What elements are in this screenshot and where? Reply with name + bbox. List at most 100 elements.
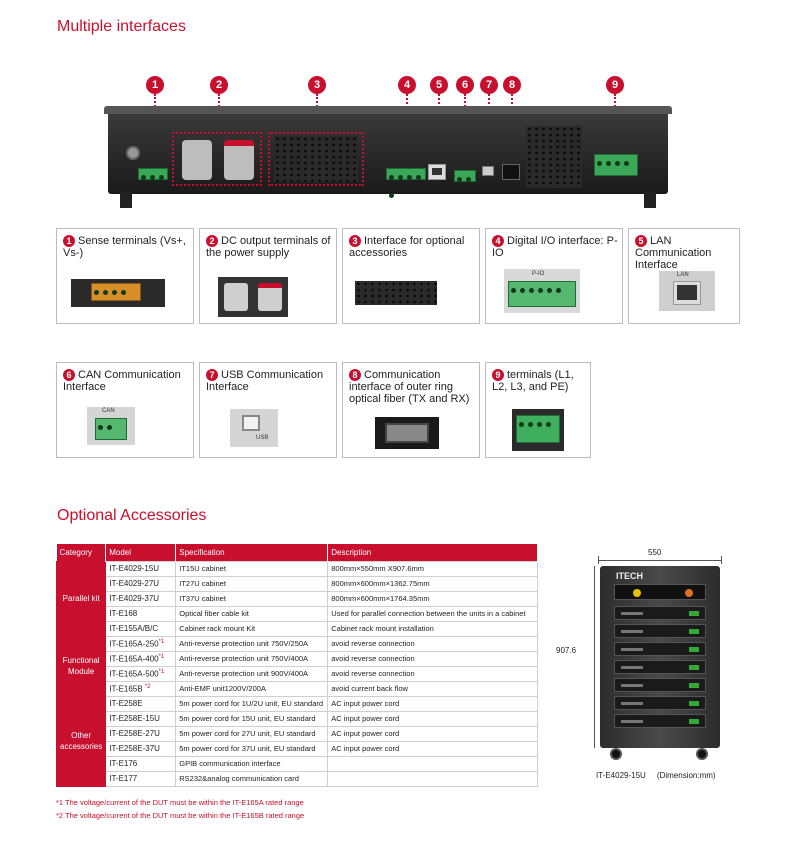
table-row: IT-E168 Optical fiber cable kit Used for…	[57, 605, 538, 622]
callout-2: 2	[210, 76, 228, 94]
width-tick-left	[598, 556, 599, 564]
callout-7: 7	[480, 76, 498, 94]
spec-cell: IT37U cabinet	[175, 590, 329, 607]
cabinet-unit	[614, 624, 706, 638]
desc-cell: 800mm×550mm X907.6mm	[327, 560, 538, 577]
option-slot-box	[268, 132, 364, 186]
table-row: IT-E176 GPIB communication interface	[57, 755, 538, 772]
model-text: IT-E165A-500	[109, 669, 159, 679]
cabinet-top-panel	[614, 584, 706, 600]
table-row: Functional Module IT-E165A-250*1 Anti-re…	[55, 635, 538, 697]
spec-cell: 5m power cord for 1U/2U unit, EU standar…	[175, 695, 329, 712]
sense-terminal-photo	[71, 279, 165, 307]
model-cell: IT-E258E-37U	[105, 740, 177, 757]
device-foot	[120, 192, 132, 208]
accessories-table: Category Model Specification Description…	[55, 544, 538, 787]
model-cell: IT-E165B *2	[105, 680, 177, 697]
header-spec: Specification	[175, 544, 329, 561]
model-text: IT-E165A-400	[109, 654, 159, 664]
lan-photo-label: LAN	[677, 272, 689, 278]
table-header-row: Category Model Specification Description	[56, 544, 538, 561]
sense-terminal	[138, 168, 168, 180]
usb-photo-label: USB	[256, 435, 269, 441]
spec-cell: Anti-EMF unit1200V/200A	[175, 680, 329, 697]
badge-6: 6	[63, 369, 75, 381]
status-light	[685, 589, 693, 597]
option-slot	[274, 136, 358, 182]
status-light	[633, 589, 641, 597]
badge-7: 7	[206, 369, 218, 381]
interfaces-title: Multiple interfaces	[57, 18, 186, 35]
can-terminal	[454, 170, 476, 182]
spec-cell: GPIB communication interface	[175, 755, 329, 772]
lan-jack	[673, 281, 701, 305]
footnote-marker: *2	[144, 683, 151, 690]
table-row: IT-E258E-27U 5m power cord for 27U unit,…	[57, 725, 538, 742]
card-label: terminals (L1, L2, L3, and PE)	[492, 369, 574, 393]
ground-screw	[126, 146, 140, 160]
usb-photo: USB	[230, 409, 278, 447]
desc-cell: avoid reverse connection	[327, 635, 538, 652]
spec-cell: RS232&analog communication card	[175, 770, 329, 787]
model-cell: IT-E4029-27U	[105, 575, 177, 592]
lan-photo: LAN	[659, 271, 715, 311]
header-model: Model	[105, 544, 177, 561]
terminal-right	[258, 283, 282, 311]
ac-connector	[516, 415, 560, 443]
model-cell: IT-E177	[105, 770, 177, 787]
dc-output-terminal	[182, 140, 212, 180]
option-slot-photo	[355, 281, 437, 305]
cabinet-unit	[614, 606, 706, 620]
category-functional: Functional Module	[55, 635, 107, 697]
category-other: Other accessories	[55, 695, 107, 787]
usb-port	[482, 166, 494, 176]
cabinet-unit	[614, 678, 706, 692]
model-cell: IT-E165A-400*1	[105, 650, 177, 667]
model-cell: IT-E168	[105, 605, 177, 622]
desc-cell	[327, 770, 538, 787]
model-cell: IT-E165A-500*1	[105, 665, 177, 682]
badge-5: 5	[635, 235, 647, 247]
usb-jack	[242, 415, 260, 431]
callout-4: 4	[398, 76, 416, 94]
model-cell: IT-E258E	[105, 695, 177, 712]
height-dimension-line	[594, 566, 595, 748]
cabinet-unit	[614, 714, 706, 728]
can-connector	[95, 418, 127, 440]
category-parallel: Parallel kit	[55, 560, 107, 637]
table-row: IT-E165B *2 Anti-EMF unit1200V/200A avoi…	[57, 680, 538, 697]
spec-cell: Anti-reverse protection unit 750V/250A	[175, 635, 329, 652]
model-cell: IT-E258E-27U	[105, 725, 177, 742]
terminal-left	[224, 283, 248, 311]
spec-cell: Anti-reverse protection unit 900V/400A	[175, 665, 329, 682]
table-row: IT-E4029-27U IT27U cabinet 800mm×600mm×1…	[57, 575, 538, 592]
model-cell: IT-E4029-37U	[105, 590, 177, 607]
badge-4: 4	[492, 235, 504, 247]
desc-cell: AC input power cord	[327, 710, 538, 727]
footnote-1: *1 The voltage/current of the DUT must b…	[56, 798, 304, 807]
table-row: IT-E258E-15U 5m power cord for 15U unit,…	[57, 710, 538, 727]
cabinet-wheel	[696, 748, 708, 760]
desc-cell: avoid reverse connection	[327, 665, 538, 682]
width-dimension-line	[598, 560, 722, 561]
card-label: Interface for optional accessories	[349, 235, 465, 259]
can-photo-label: CAN	[102, 408, 115, 414]
card-label: LAN Communication Interface	[635, 235, 712, 271]
table-row: IT-E155A/B/C Cabinet rack mount Kit Cabi…	[57, 620, 538, 637]
spec-cell: 5m power cord for 27U unit, EU standard	[175, 725, 329, 742]
fiber-port	[502, 164, 520, 180]
table-row: Other accessories IT-E258E 5m power cord…	[55, 695, 538, 787]
table-row: IT-E165A-400*1 Anti-reverse protection u…	[57, 650, 538, 667]
ac-terminal-photo	[512, 409, 564, 451]
card-label: DC output terminals of the power supply	[206, 235, 331, 259]
device-chassis	[104, 106, 672, 208]
pio-connector	[508, 281, 576, 307]
spec-cell: Optical fiber cable kit	[175, 605, 329, 622]
spec-cell: Anti-reverse protection unit 750V/400A	[175, 650, 329, 667]
